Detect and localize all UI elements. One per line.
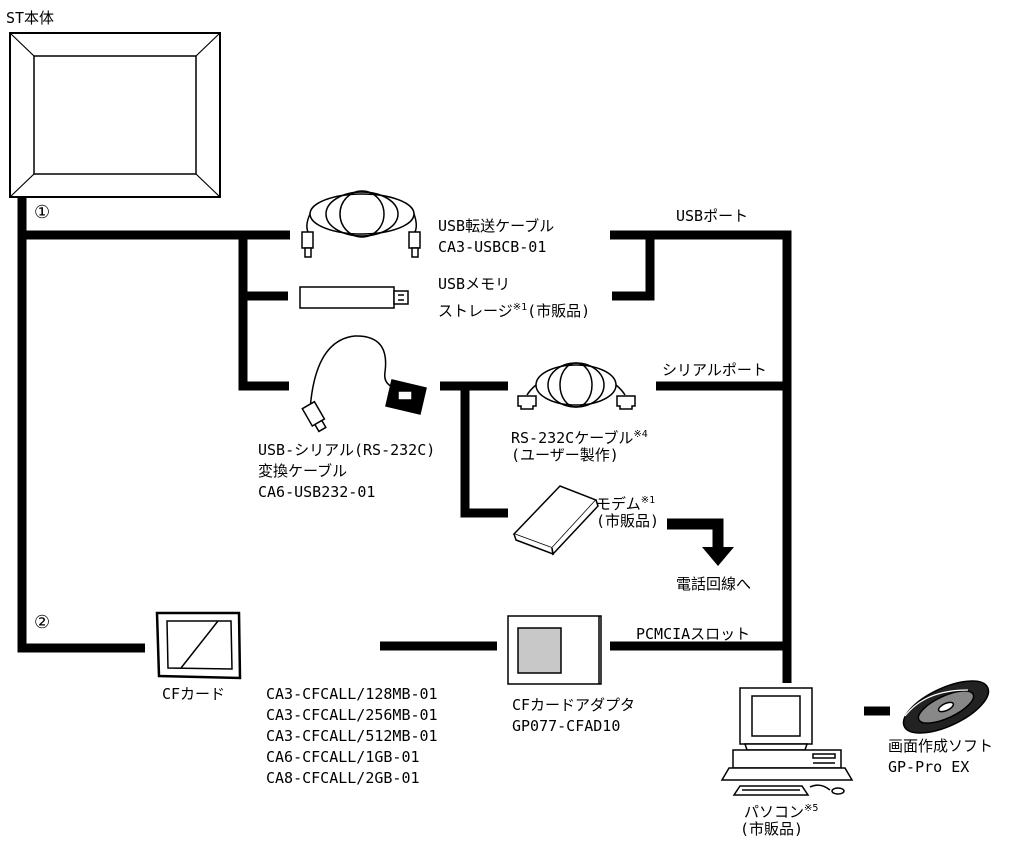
usb-memory-line2: ストレージ※1(市販品) — [438, 302, 591, 320]
cf-adapter-name: CFカードアダプタ — [512, 696, 636, 714]
route-2-marker: ② — [34, 612, 51, 633]
usb-cable-icon — [301, 190, 421, 258]
software-product: GP-Pro EX — [888, 758, 970, 776]
usb-port-line — [612, 235, 655, 301]
pc-icon — [720, 687, 854, 796]
usb-memory-name: USBメモリ — [438, 275, 511, 293]
pc-name: パソコン※5 — [744, 803, 819, 821]
serial-port-label: シリアルポート — [662, 361, 767, 379]
rs232c-cable-name: RS-232Cケーブル※4 — [511, 429, 648, 447]
phone-line-arrow-icon — [667, 518, 734, 566]
software-name: 画面作成ソフト — [888, 737, 994, 755]
usb-cable-name: USB転送ケーブル — [438, 217, 555, 235]
st-trunk-line — [17, 197, 145, 653]
rs232c-cable-sub: (ユーザー製作) — [511, 446, 619, 464]
st-unit-icon — [9, 32, 221, 198]
usb-serial-cable-icon — [301, 335, 427, 433]
cf-card-icon — [155, 611, 242, 680]
pcmcia-label: PCMCIAスロット — [636, 625, 751, 643]
cf-model-2: CA3-CFCALL/256MB-01 — [266, 706, 438, 724]
usb-branch-line — [238, 235, 289, 391]
usb-serial-name: USB-シリアル(RS-232C) — [258, 441, 436, 459]
usb-memory-icon — [299, 286, 409, 309]
cf-model-4: CA6-CFCALL/1GB-01 — [266, 748, 420, 766]
usb-serial-model: CA6-USB232-01 — [258, 483, 376, 501]
modem-name: モデム※1 — [596, 495, 656, 513]
modem-line — [460, 386, 508, 518]
cf-model-3: CA3-CFCALL/512MB-01 — [266, 727, 438, 745]
usb-port-label: USBポート — [676, 207, 749, 225]
pc-sub: (市販品) — [740, 820, 804, 838]
modem-icon — [512, 485, 599, 556]
software-disc-icon — [902, 680, 990, 734]
connection-lines — [17, 197, 890, 716]
st-unit-label: ST本体 — [6, 9, 55, 27]
cf-model-5: CA8-CFCALL/2GB-01 — [266, 769, 420, 787]
usb-cable-model: CA3-USBCB-01 — [438, 238, 547, 256]
cf-adapter-icon — [507, 615, 602, 685]
cf-model-1: CA3-CFCALL/128MB-01 — [266, 685, 438, 703]
pc-main-line — [610, 230, 792, 683]
phone-line-label: 電話回線へ — [676, 575, 752, 593]
route-1-marker: ① — [34, 202, 51, 223]
modem-sub: (市販品) — [596, 512, 660, 530]
usb-serial-name-2: 変換ケーブル — [258, 462, 348, 480]
cf-card-label: CFカード — [162, 685, 226, 703]
cf-adapter-model: GP077-CFAD10 — [512, 717, 621, 735]
rs232c-cable-icon — [517, 362, 636, 410]
